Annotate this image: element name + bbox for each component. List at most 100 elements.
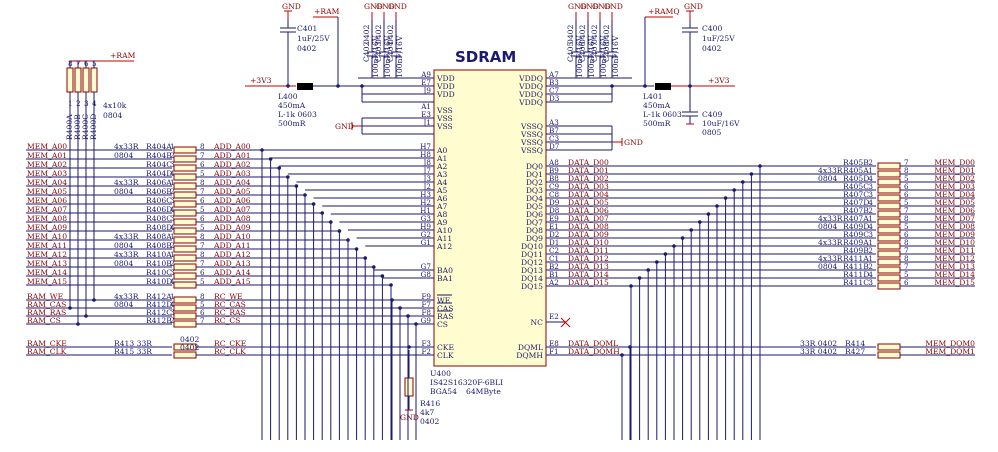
ball-F2: F2 (421, 347, 431, 356)
junction-dot (286, 84, 290, 88)
data-dnet-DATA_D05: DATA_D05 (568, 198, 609, 207)
cap-ref-C407: C407 (590, 42, 599, 62)
ball-J1: J1 (423, 118, 431, 127)
data-dnet-DATA_D12: DATA_D12 (568, 254, 609, 263)
r400-pin-top: 5 (92, 59, 97, 68)
data-res-R409B: R409B (843, 246, 869, 255)
dqm-net-MEM_DQM1: MEM_DQM1 (925, 347, 975, 356)
ball-B1: B1 (549, 270, 559, 279)
r400-element-R400D (90, 67, 98, 93)
data-net-MEM_D08: MEM_D08 (934, 222, 975, 231)
pin-D9: DQ5 (526, 202, 543, 211)
addr-resistor-R408A (173, 236, 197, 244)
data-resistor-R405D (877, 178, 901, 186)
addr-pack-note: 4x33R (114, 178, 139, 187)
data-res-R409D: R409D (843, 222, 869, 231)
addr-pin-a: 1 (170, 142, 175, 151)
addr-resistor-R406B (173, 191, 197, 199)
data-pin-a: 3 (868, 182, 873, 191)
data-res-R409A: R409A (843, 238, 869, 247)
ball-C9: C9 (549, 182, 559, 191)
cap-val-C405: 100nF/16V (575, 35, 584, 78)
cap-pkg-C405: 0402 (566, 25, 575, 44)
dqm-res-val: 33R 0402 (800, 339, 837, 348)
ball-D8: D8 (549, 206, 560, 215)
ball-G9: G9 (421, 316, 432, 325)
ctrl-pin-a: 2 (170, 316, 175, 325)
pin-D2: DQ9 (526, 234, 543, 243)
data-pin-b: 6 (904, 182, 909, 191)
addr-pin-a: 1 (170, 250, 175, 259)
gnd-cap-label: GND (568, 2, 587, 11)
pin-F8: RAS (437, 312, 453, 321)
ball-E2: E2 (549, 312, 559, 321)
addr-res-R410B: R410B (146, 259, 172, 268)
ctrl-res-R412B: R412B (146, 316, 172, 325)
addr-rnet-ADD_A15: ADD_A15 (213, 277, 251, 286)
data-dnet-DATA_D10: DATA_D10 (568, 238, 609, 247)
data-pack-note: 4x33R (818, 214, 843, 223)
ball-C1: C1 (549, 254, 559, 263)
dqm-dnet-DATA_DQMH: DATA_DQMH (568, 347, 620, 356)
ctrl-net-RAM_CAS: RAM_CAS (27, 300, 66, 309)
data-res-R411C: R411C (843, 278, 869, 287)
addr-resistor-R408B (173, 245, 197, 253)
pin-J9: VDD (436, 90, 455, 99)
addr-net-MEM_A12: MEM_A12 (27, 250, 67, 259)
addr-net-MEM_A10: MEM_A10 (27, 232, 67, 241)
addr-net-MEM_A07: MEM_A07 (27, 205, 67, 214)
addr-pin-a: 2 (170, 187, 175, 196)
cap-ref-C402: C402 (362, 42, 371, 62)
c401-ref: C401 (297, 24, 317, 33)
gnd-r416-label: GND (400, 413, 419, 422)
ball-H2: H2 (420, 198, 431, 207)
r416-ref: R416 (420, 399, 440, 408)
cap-pkg-C408: 0402 (602, 25, 611, 44)
cap-val-C403: 100nF/16V (383, 35, 392, 78)
pin-B8: DQ2 (526, 178, 543, 187)
u400-body (433, 69, 547, 367)
addr-pack-note: 0804 (114, 241, 133, 250)
data-res-R407B: R407B (843, 206, 869, 215)
junction-dot (407, 345, 411, 349)
data-dnet-DATA_D09: DATA_D09 (568, 230, 609, 239)
data-pin-a: 4 (868, 222, 873, 231)
pin-F2: CLK (437, 351, 454, 360)
ball-D3: D3 (549, 94, 560, 103)
ctrl-rnet-RC_RAS: RC_RAS (214, 308, 246, 317)
ball-D9: D9 (549, 198, 560, 207)
u400-pkg: BGA54 (430, 387, 457, 396)
addr-pin-a: 3 (170, 214, 175, 223)
data-dnet-DATA_D03: DATA_D03 (568, 182, 609, 191)
pin-J2: A5 (436, 186, 447, 195)
data-pin-a: 4 (868, 198, 873, 207)
data-pin-b: 5 (904, 270, 909, 279)
data-dnet-DATA_D07: DATA_D07 (568, 214, 609, 223)
c401-pkg: 0402 (297, 44, 316, 53)
addr-pin-b: 5 (200, 223, 205, 232)
data-pin-b: 6 (904, 278, 909, 287)
addr-pin-a: 1 (170, 178, 175, 187)
data-resistor-R407D (877, 202, 901, 210)
c401-val: 1uF/25V (297, 34, 330, 43)
addr-net-MEM_A08: MEM_A08 (27, 214, 67, 223)
r416-body (404, 377, 414, 397)
ctrl-rnet-RC_WE: RC_WE (214, 292, 243, 301)
addr-pin-a: 3 (170, 160, 175, 169)
l401-body (655, 83, 671, 90)
addr-net-MEM_A06: MEM_A06 (27, 196, 67, 205)
junction-dot (336, 84, 340, 88)
ctrl-resistor-R412D (173, 304, 197, 312)
cap-val-C406: 100nF/16V (587, 35, 596, 78)
ram-rail-label: +RAM (314, 7, 340, 16)
pin-G9: CS (437, 320, 448, 329)
ball-A7: A7 (548, 70, 559, 79)
addr-pin-b: 7 (200, 151, 205, 160)
l400-type: L-1k 0603 (278, 110, 317, 119)
pin-F9: WE (437, 296, 450, 305)
addr-pin-a: 2 (170, 259, 175, 268)
pin-J7: A3 (436, 170, 447, 179)
ctrl-rnet-RC_CAS: RC_CAS (214, 300, 246, 309)
addr-rnet-ADD_A11: ADD_A11 (213, 241, 251, 250)
pin-A2: DQ15 (521, 282, 543, 291)
